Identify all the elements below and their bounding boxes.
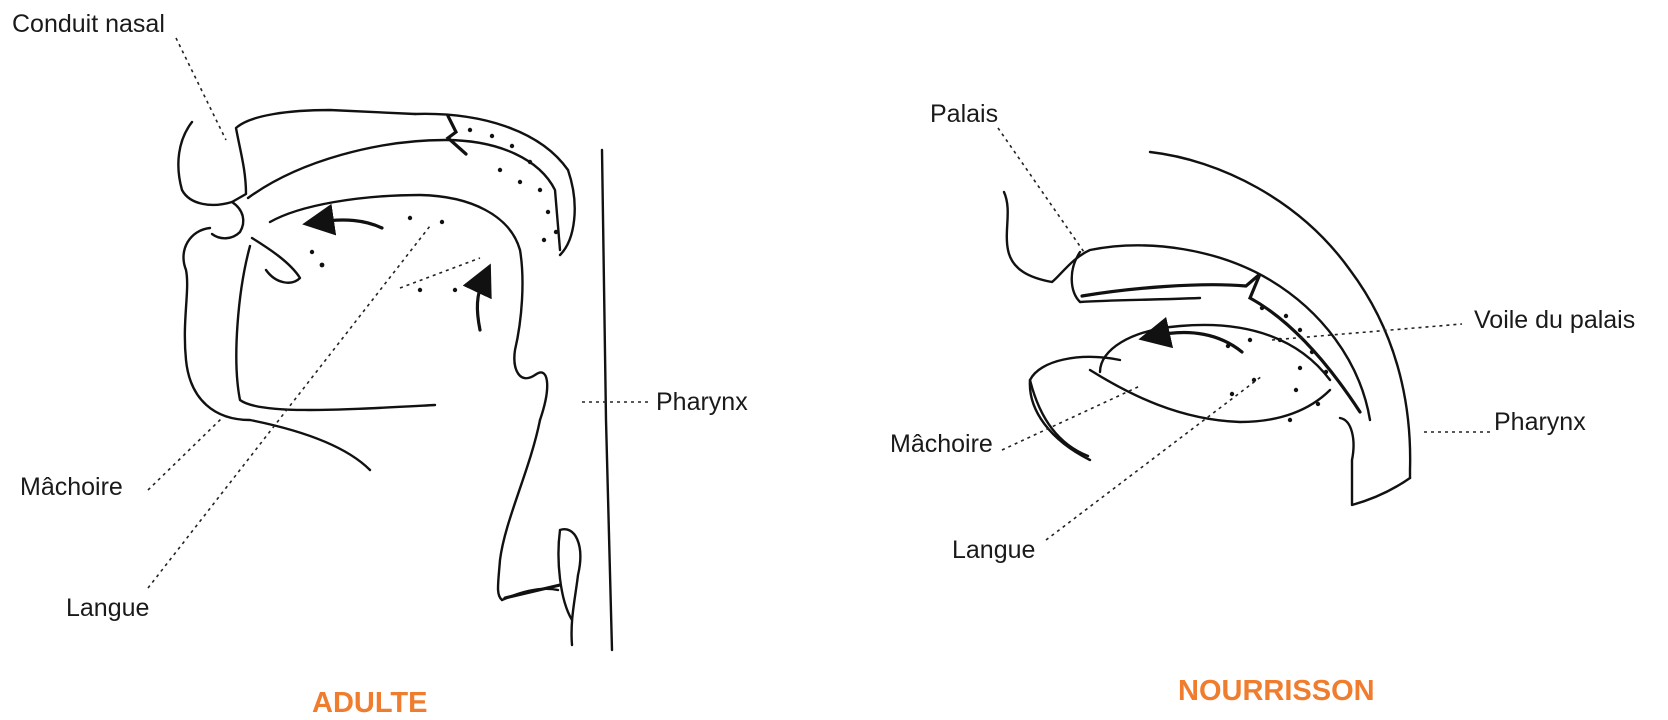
infant-leader-tongue	[1046, 376, 1262, 540]
infant-airflow-arrow	[1154, 333, 1242, 352]
infant-label-jaw: Mâchoire	[890, 430, 993, 458]
adult-lower-lip	[183, 228, 370, 470]
infant-face-outline	[1004, 192, 1370, 420]
infant-back-head	[1150, 152, 1410, 478]
infant-leader-palate	[998, 128, 1084, 252]
adult-tongue-tip	[252, 238, 300, 283]
infant-label-palate: Palais	[930, 100, 998, 128]
infant-label-tongue: Langue	[952, 536, 1035, 564]
adult-label-nasal: Conduit nasal	[12, 10, 165, 38]
adult-palate-mark	[448, 116, 466, 154]
infant-palate-mark	[1082, 274, 1360, 412]
adult-larynx	[502, 529, 580, 645]
infant-leader-jaw	[1002, 386, 1140, 450]
adult-label-pharynx: Pharynx	[656, 388, 748, 416]
adult-oral-roof	[270, 195, 547, 420]
adult-leader-jaw	[148, 418, 222, 490]
adult-pharynx-wall	[602, 150, 612, 650]
adult-airflow-arrow-up	[477, 278, 484, 330]
infant-label-soft-palate: Voile du palais	[1474, 306, 1635, 334]
adult-leader-nasal	[176, 38, 226, 140]
adult-larynx-mark	[505, 585, 560, 598]
adult-section: Conduit nasal Pharynx Mâchoire Langue AD…	[12, 10, 748, 719]
infant-label-pharynx: Pharynx	[1494, 408, 1586, 436]
infant-title: NOURRISSON	[1178, 675, 1375, 707]
infant-lower-jaw	[1030, 357, 1120, 460]
adult-upper-lip	[212, 202, 243, 238]
infant-chin	[1030, 380, 1088, 456]
adult-nose-outline	[178, 110, 415, 205]
adult-pharynx-front	[498, 420, 540, 600]
infant-tongue	[1090, 370, 1330, 422]
adult-airflow-arrow-forward	[318, 220, 382, 228]
adult-title: ADULTE	[312, 687, 427, 719]
infant-section: Palais Voile du palais Pharynx Mâchoire …	[890, 100, 1635, 707]
adult-label-jaw: Mâchoire	[20, 473, 123, 501]
adult-label-tongue: Langue	[66, 594, 149, 622]
adult-leader-tongue-b	[400, 258, 480, 288]
infant-pharynx-front	[1340, 418, 1410, 505]
